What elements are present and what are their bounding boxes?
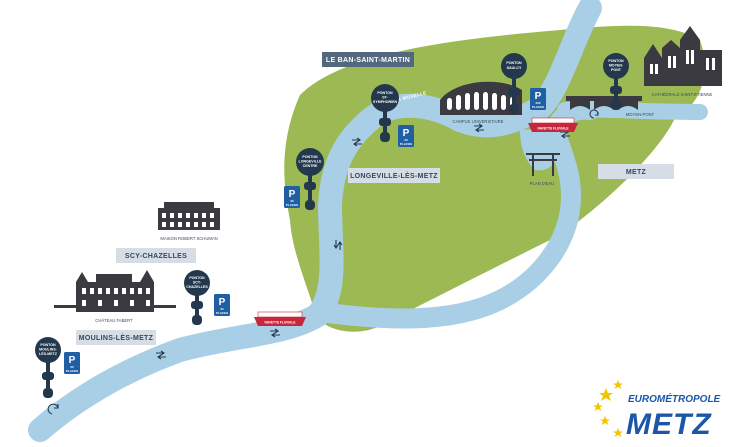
pontoon-moyen-pont[interactable]: PONTON MOYEN- PONT	[603, 53, 629, 110]
svg-text:CENTRE: CENTRE	[303, 164, 318, 168]
svg-text:PONTON: PONTON	[377, 91, 393, 95]
parking-sign-moulins: P 20 PLACES	[64, 352, 80, 374]
svg-text:PLACES: PLACES	[286, 203, 298, 207]
svg-text:MOULINS-: MOULINS-	[39, 348, 58, 352]
svg-text:SCY-: SCY-	[193, 281, 202, 285]
svg-text:PONT: PONT	[611, 68, 622, 72]
parking-sign-scy: P 20 PLACES	[214, 294, 230, 316]
town-label-le-ban-saint-martin: LE BAN-SAINT-MARTIN	[322, 52, 414, 67]
logo-bottom-text: METZ	[626, 408, 712, 441]
svg-text:PONTON: PONTON	[189, 276, 205, 280]
navette-boat-west: NAVETTE FLUVIALE	[254, 311, 306, 326]
town-label-scy-chazelles: SCY-CHAZELLES	[116, 248, 196, 263]
svg-text:ST-: ST-	[382, 96, 388, 100]
svg-text:METZ: METZ	[626, 169, 647, 176]
svg-text:20: 20	[220, 307, 224, 311]
parking-sign-st-symphorien: P 20 PLACES	[398, 125, 414, 147]
pontoon-scy-chazelles[interactable]: PONTON SCY- CHAZELLES	[184, 270, 210, 325]
moyen-pont-bridge-icon	[566, 96, 642, 110]
svg-text:PONTON: PONTON	[506, 61, 522, 65]
town-label-metz: METZ	[598, 164, 674, 179]
ferry-arrow	[333, 240, 343, 250]
moyen-pont-label: MOYEN-PONT	[626, 112, 655, 117]
ferry-arrow	[156, 350, 166, 360]
parking-sign-saulcy: P 230 PLACES	[530, 88, 546, 110]
maison-robert-schuman-label: MAISON ROBERT SCHUMAN	[160, 236, 217, 241]
ferry-arrow	[589, 109, 599, 119]
svg-text:PONTON: PONTON	[302, 155, 318, 159]
svg-text:PLACES: PLACES	[400, 142, 412, 146]
cathedrale-label: CATHÉDRALE SAINT-ÉTIENNE	[652, 92, 713, 97]
pontoon-moulins-les-metz[interactable]: PONTON MOULINS- LÈS-METZ	[35, 337, 61, 398]
svg-text:P: P	[69, 355, 76, 366]
parking-sign-longeville: P 20 PLACES	[284, 186, 300, 208]
ferry-arrow	[270, 328, 280, 338]
svg-text:PLACES: PLACES	[216, 311, 228, 315]
cathedrale-icon	[644, 26, 722, 86]
svg-text:LONGEVILLE: LONGEVILLE	[299, 160, 323, 164]
svg-text:MOYEN-: MOYEN-	[609, 64, 624, 68]
navette-boat-east: NAVETTE FLUVIALE	[528, 117, 578, 132]
svg-text:20: 20	[70, 365, 74, 369]
svg-text:SAULCY: SAULCY	[507, 66, 522, 70]
chateau-fabert-label: CHÂTEAU FABERT	[95, 318, 133, 323]
svg-text:P: P	[289, 189, 296, 200]
svg-text:SYMPHORIEN: SYMPHORIEN	[373, 100, 398, 104]
pontoon-longeville-centre[interactable]: PONTON LONGEVILLE CENTRE	[296, 148, 324, 210]
svg-text:SCY-CHAZELLES: SCY-CHAZELLES	[125, 253, 187, 260]
svg-text:PONTON: PONTON	[40, 343, 56, 347]
svg-text:CHAZELLES: CHAZELLES	[186, 285, 208, 289]
svg-text:LÈS-METZ: LÈS-METZ	[39, 351, 58, 356]
svg-text:P: P	[219, 297, 226, 308]
moselle-river	[28, 0, 602, 442]
pontoon-st-symphorien[interactable]: PONTON ST- SYMPHORIEN	[371, 84, 399, 142]
ferry-arrow	[474, 123, 484, 133]
chateau-fabert-icon	[54, 270, 176, 312]
svg-text:20: 20	[404, 138, 408, 142]
campus-universitaire-icon	[440, 81, 522, 115]
campus-universitaire-label: CAMPUS UNIVERSITAIRE	[453, 119, 504, 124]
svg-text:NAVETTE FLUVIALE: NAVETTE FLUVIALE	[537, 127, 568, 131]
svg-text:PONTON: PONTON	[608, 59, 624, 63]
plan-deau-label: PLAN D'EAU	[530, 181, 555, 186]
svg-text:PLACES: PLACES	[66, 369, 78, 373]
ferry-arrow	[47, 403, 59, 415]
svg-text:20: 20	[290, 199, 294, 203]
svg-text:NAVETTE FLUVIALE: NAVETTE FLUVIALE	[264, 321, 295, 325]
svg-text:P: P	[403, 128, 410, 139]
svg-text:MOULINS-LÈS-METZ: MOULINS-LÈS-METZ	[79, 333, 154, 342]
svg-text:LONGEVILLE-LÈS-METZ: LONGEVILLE-LÈS-METZ	[350, 171, 438, 180]
town-label-longeville-les-metz: LONGEVILLE-LÈS-METZ	[348, 168, 440, 183]
moselle-branch-east	[557, 101, 708, 120]
eurometropole-metz-logo: EUROMÉTROPOLE METZ	[593, 380, 721, 441]
star-icon	[593, 380, 623, 437]
logo-top-text: EUROMÉTROPOLE	[628, 392, 721, 405]
svg-text:230: 230	[535, 101, 540, 105]
svg-text:LE BAN-SAINT-MARTIN: LE BAN-SAINT-MARTIN	[326, 57, 410, 64]
svg-text:PLACES: PLACES	[532, 105, 544, 109]
pontoon-saulcy[interactable]: PONTON SAULCY	[501, 53, 527, 114]
ferry-arrow	[352, 137, 362, 147]
plan-deau-gate-icon	[526, 153, 560, 176]
maison-robert-schuman-icon	[158, 202, 220, 230]
svg-text:P: P	[535, 91, 542, 102]
town-label-moulins-les-metz: MOULINS-LÈS-METZ	[76, 330, 156, 345]
